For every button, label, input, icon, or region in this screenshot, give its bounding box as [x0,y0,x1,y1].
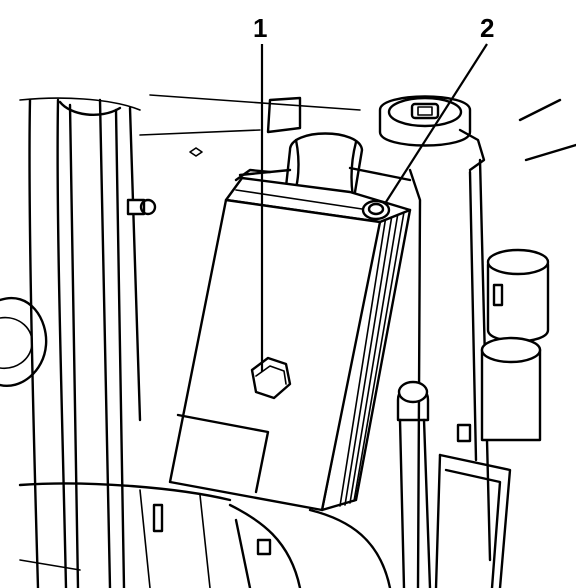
left-round-mount [0,296,48,388]
top-panel [139,94,361,157]
callout-label-1: 1 [253,13,267,43]
callout-labels: 1 2 [253,13,494,43]
left-frame-rails [19,97,157,588]
reservoir-cap [378,95,492,562]
control-module [168,176,412,512]
right-hose [396,168,432,588]
callout-leaders [260,43,488,372]
callout-label-2: 2 [480,13,494,43]
bottom-right-bracket [434,453,512,588]
bottom-structure [18,482,392,588]
callout-2-leader [385,43,488,203]
right-cylinders [456,98,576,443]
